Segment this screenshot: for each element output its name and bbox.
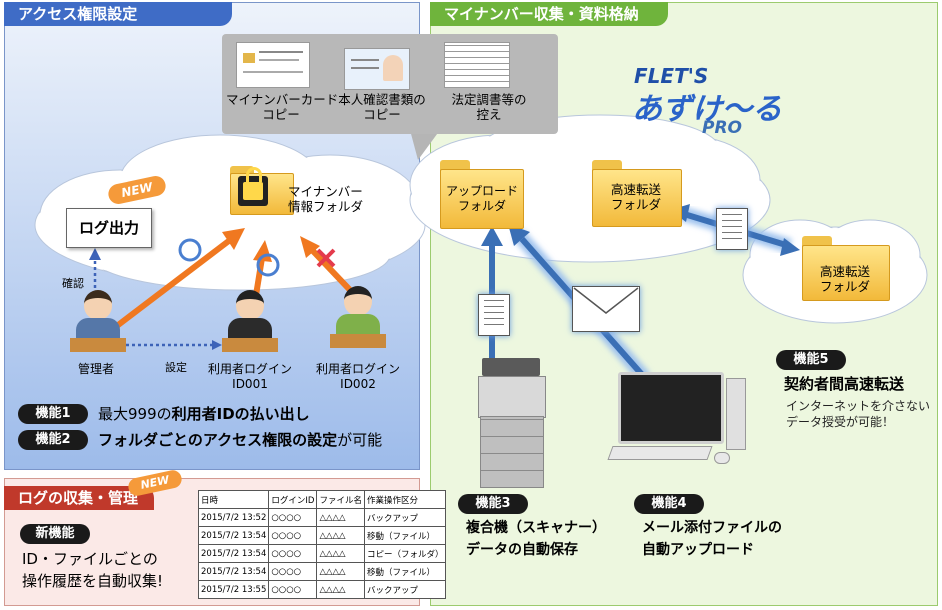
log-col-header: 作業操作区分 [363,490,447,509]
log-cell: △△△△ [316,508,365,527]
log-cell: 2015/7/2 13:54 [197,562,270,581]
log-col-header: 日時 [197,490,270,509]
table-row: 2015/7/2 13:54○○○○△△△△移動（ファイル） [197,526,447,545]
feature3-badge: 機能3 [458,494,528,514]
table-row: 2015/7/2 13:54○○○○△△△△移動（ファイル） [197,562,447,581]
feature5-desc: インターネットを介さない データ授受が可能！ [786,399,931,429]
access-marks [178,238,280,277]
computer-icon [598,372,748,468]
log-cell: バックアップ [363,580,447,599]
upload-folder-label: アップロード フォルダ [445,184,518,213]
user1-label: 利用者ログイン ID001 [207,362,292,391]
transfer-folder2-label: 高速転送 フォルダ [819,264,870,294]
log-table: 日時 ログインID ファイル名 作業操作区分 2015/7/2 13:52○○○… [197,490,447,599]
confirm-label: 確認 [62,277,84,290]
log-badge: 新機能 [20,524,90,544]
upload-folder-icon[interactable] [440,160,524,229]
log-output-label: ログ出力 [78,219,139,237]
transfer-folder1-icon[interactable] [592,160,682,227]
mynumber-card-icon [236,42,310,88]
feature2-badge: 機能2 [18,430,88,450]
log-cell: △△△△ [316,562,365,581]
callout-label-legal: 法定調書等の 控え [451,92,527,122]
logo-line3: PRO [702,118,743,138]
mynumber-header: マイナンバー収集・資料格納 [430,2,668,26]
feature5-badge: 機能5 [776,350,846,370]
log-cell: 2015/7/2 13:52 [197,508,270,527]
log-cell: 2015/7/2 13:55 [197,580,270,599]
log-cell: △△△△ [316,580,365,599]
document-icon [478,294,510,336]
feature3-line2: データの自動保存 [466,542,578,558]
feature2-text: フォルダごとのアクセス権限の設定が可能 [98,430,382,450]
log-cell: ○○○○ [268,508,318,527]
callout-label-id: 本人確認書類の コピー [338,92,426,122]
transfer-folder2-icon[interactable] [802,236,890,301]
legal-form-icon [444,42,510,88]
log-cell: 移動（ファイル） [363,526,447,545]
callout-label-card: マイナンバーカード コピー [226,92,339,122]
product-logo: FLET'S あずけ〜る PRO [632,64,802,144]
transfer-folder1-label: 高速転送 フォルダ [610,182,661,212]
logo-line1: FLET'S [634,64,709,88]
feature3-line1: 複合機（スキャナー） [466,520,606,536]
log-cell: コピー（フォルダ） [363,544,447,563]
mynumber-folder-label: マイナンバー 情報フォルダ [288,184,364,214]
feature4-line2: 自動アップロード [642,542,754,558]
log-cell: ○○○○ [268,526,318,545]
user2-label: 利用者ログイン ID002 [315,362,400,391]
log-cell: バックアップ [363,508,447,527]
feature5-title: 契約者間高速転送 [784,375,905,393]
user1-figure [222,290,278,354]
feature2-text-post: が可能 [337,431,383,449]
log-col-header: ログインID [268,490,318,509]
document-icon [716,208,748,250]
mynumber-folder-icon [230,166,294,215]
log-description: ID・ファイルごとの 操作履歴を自動収集! [22,550,164,590]
table-row: 2015/7/2 13:55○○○○△△△△バックアップ [197,580,447,599]
feature1-text-pre: 最大999の [98,405,172,423]
feature1-text-bold: 利用者IDの払い出し [171,405,310,423]
table-row: 2015/7/2 13:52○○○○△△△△バックアップ [197,508,447,527]
admin-figure [70,290,126,354]
setting-label: 設定 [165,361,187,374]
log-col-header: ファイル名 [316,490,365,509]
feature1-badge: 機能1 [18,404,88,424]
log-cell: ○○○○ [268,544,318,563]
deny-mark [316,248,336,268]
id-document-icon [344,48,410,90]
mail-envelope-icon [572,286,640,332]
feature2-text-bold: フォルダごとのアクセス権限の設定 [98,431,338,449]
user2-figure [330,286,386,350]
feature4-line1: メール添付ファイルの [642,520,782,536]
log-cell: 移動（ファイル） [363,562,447,581]
log-output-box[interactable]: ログ出力 [66,208,152,248]
table-row: 2015/7/2 13:54○○○○△△△△コピー（フォルダ） [197,544,447,563]
log-cell: 2015/7/2 13:54 [197,544,270,563]
access-header: アクセス権限設定 [4,2,232,26]
logo-line2: あずけ〜る [632,92,782,127]
printer-scanner-icon [476,358,546,488]
log-cell: △△△△ [316,526,365,545]
log-cell: ○○○○ [268,562,318,581]
log-cell: 2015/7/2 13:54 [197,526,270,545]
feature4-badge: 機能4 [634,494,704,514]
feature1-text: 最大999の利用者IDの払い出し [98,404,310,424]
lock-icon [238,167,268,206]
log-cell: △△△△ [316,544,365,563]
admin-label: 管理者 [77,362,114,376]
log-table-header: 日時 ログインID ファイル名 作業操作区分 [197,490,447,509]
log-cell: ○○○○ [268,580,318,599]
